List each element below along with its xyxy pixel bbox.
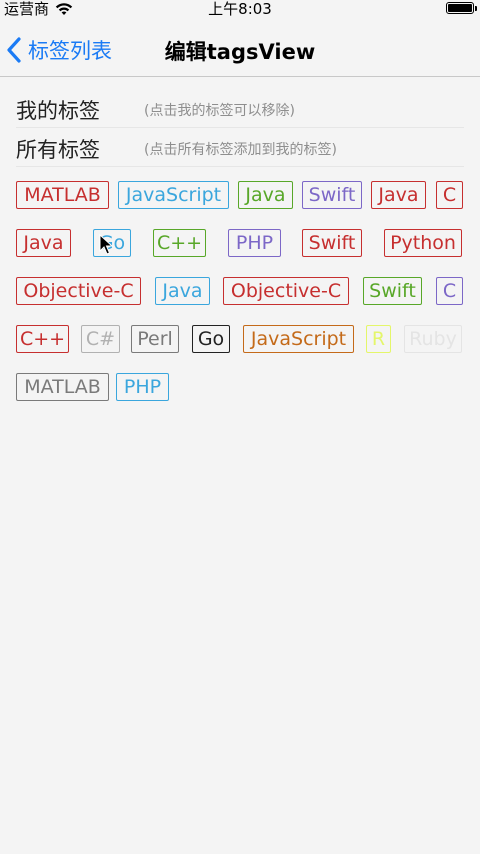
- page-title: 编辑tagsView: [164, 40, 316, 64]
- tag-item[interactable]: Objective-C: [16, 277, 141, 305]
- tag-item[interactable]: Java: [16, 229, 71, 257]
- tag-item[interactable]: C: [436, 181, 463, 209]
- my-tags-hint: (点击我的标签可以移除): [144, 102, 295, 119]
- tag-item[interactable]: Go: [192, 325, 230, 353]
- navigation-bar: 标签列表 编辑tagsView: [0, 18, 480, 77]
- tag-item[interactable]: Java: [238, 181, 293, 209]
- status-left: 运营商: [4, 0, 73, 18]
- all-tags-hint: (点击所有标签添加到我的标签): [144, 141, 337, 158]
- tag-item[interactable]: Objective-C: [223, 277, 349, 305]
- tag-item[interactable]: C++: [153, 229, 206, 257]
- all-tags-header: 所有标签 (点击所有标签添加到我的标签): [16, 131, 464, 167]
- tag-item[interactable]: C++: [16, 325, 69, 353]
- all-tags-label: 所有标签: [16, 137, 100, 162]
- status-bar: 运营商 上午8:03: [0, 0, 480, 18]
- tag-item[interactable]: Java: [371, 181, 426, 209]
- carrier-label: 运营商: [4, 0, 50, 18]
- tag-item[interactable]: PHP: [228, 229, 281, 257]
- my-tags-label: 我的标签: [16, 98, 100, 123]
- tag-item[interactable]: JavaScript: [243, 325, 354, 353]
- tag-item[interactable]: PHP: [116, 373, 169, 401]
- chevron-left-icon: [7, 37, 21, 63]
- back-button[interactable]: 标签列表: [6, 35, 112, 65]
- tag-item[interactable]: Swift: [363, 277, 422, 305]
- tag-item[interactable]: Swift: [302, 181, 362, 209]
- tag-item[interactable]: MATLAB: [16, 181, 109, 209]
- tag-item[interactable]: C: [436, 277, 463, 305]
- battery-icon: [446, 2, 477, 14]
- back-button-label: 标签列表: [28, 39, 112, 63]
- tag-item[interactable]: Java: [155, 277, 210, 305]
- my-tags-header: 我的标签 (点击我的标签可以移除): [16, 92, 464, 128]
- tag-item[interactable]: Swift: [302, 229, 362, 257]
- status-time: 上午8:03: [208, 0, 272, 18]
- tag-item[interactable]: MATLAB: [16, 373, 109, 401]
- tag-item[interactable]: C#: [81, 325, 120, 353]
- tag-item[interactable]: JavaScript: [118, 181, 229, 209]
- tag-item[interactable]: Ruby: [404, 325, 462, 353]
- wifi-icon: [55, 2, 73, 15]
- tag-item[interactable]: Python: [384, 229, 462, 257]
- tag-item[interactable]: Go: [93, 229, 131, 257]
- tag-item[interactable]: Perl: [131, 325, 179, 353]
- tag-item[interactable]: R: [366, 325, 391, 353]
